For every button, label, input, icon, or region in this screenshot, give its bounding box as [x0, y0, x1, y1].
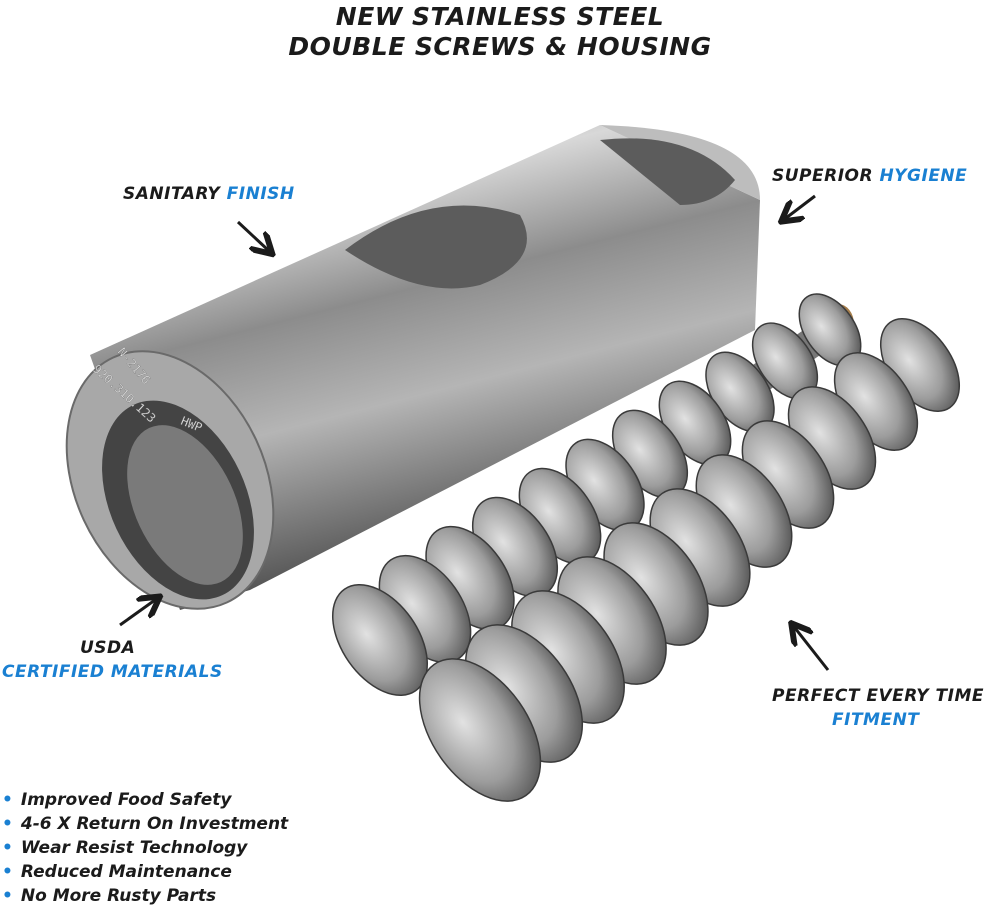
arrow-usda — [119, 600, 155, 627]
callout-usda: USDA — [80, 638, 136, 658]
benefit-item: •Wear Resist Technology — [2, 838, 248, 858]
callout-sanitary-finish: Sanitary Finish — [123, 184, 295, 204]
callout-perfect-every-time: Perfect Every Time — [772, 686, 984, 706]
screw-right — [418, 318, 961, 802]
benefit-item: •No More Rusty Parts — [2, 886, 217, 906]
title-line-1: New Stainless Steel — [335, 2, 665, 31]
arrow-hygiene — [786, 194, 816, 218]
callout-fitment: Fitment — [832, 710, 920, 730]
benefits-list: •Improved Food Safety •4-6 X Return On I… — [2, 788, 288, 908]
benefit-item: •Reduced Maintenance — [2, 862, 232, 882]
title-line-2: Double Screws & Housing — [288, 32, 712, 61]
double-screws — [331, 293, 961, 802]
housing-cylinder: N-2176 920.310.123 HWP — [65, 125, 760, 610]
benefit-item: •4-6 X Return On Investment — [2, 814, 289, 834]
arrow-sanitary — [236, 220, 268, 250]
callout-superior-hygiene: Superior Hygiene — [772, 166, 968, 186]
callout-certified-materials: Certified Materials — [2, 662, 223, 682]
arrow-fitment — [795, 628, 830, 671]
benefit-item: •Improved Food Safety — [2, 790, 232, 810]
screw-left — [331, 293, 862, 697]
screw-flight — [418, 658, 542, 802]
screw-flight — [331, 583, 429, 697]
